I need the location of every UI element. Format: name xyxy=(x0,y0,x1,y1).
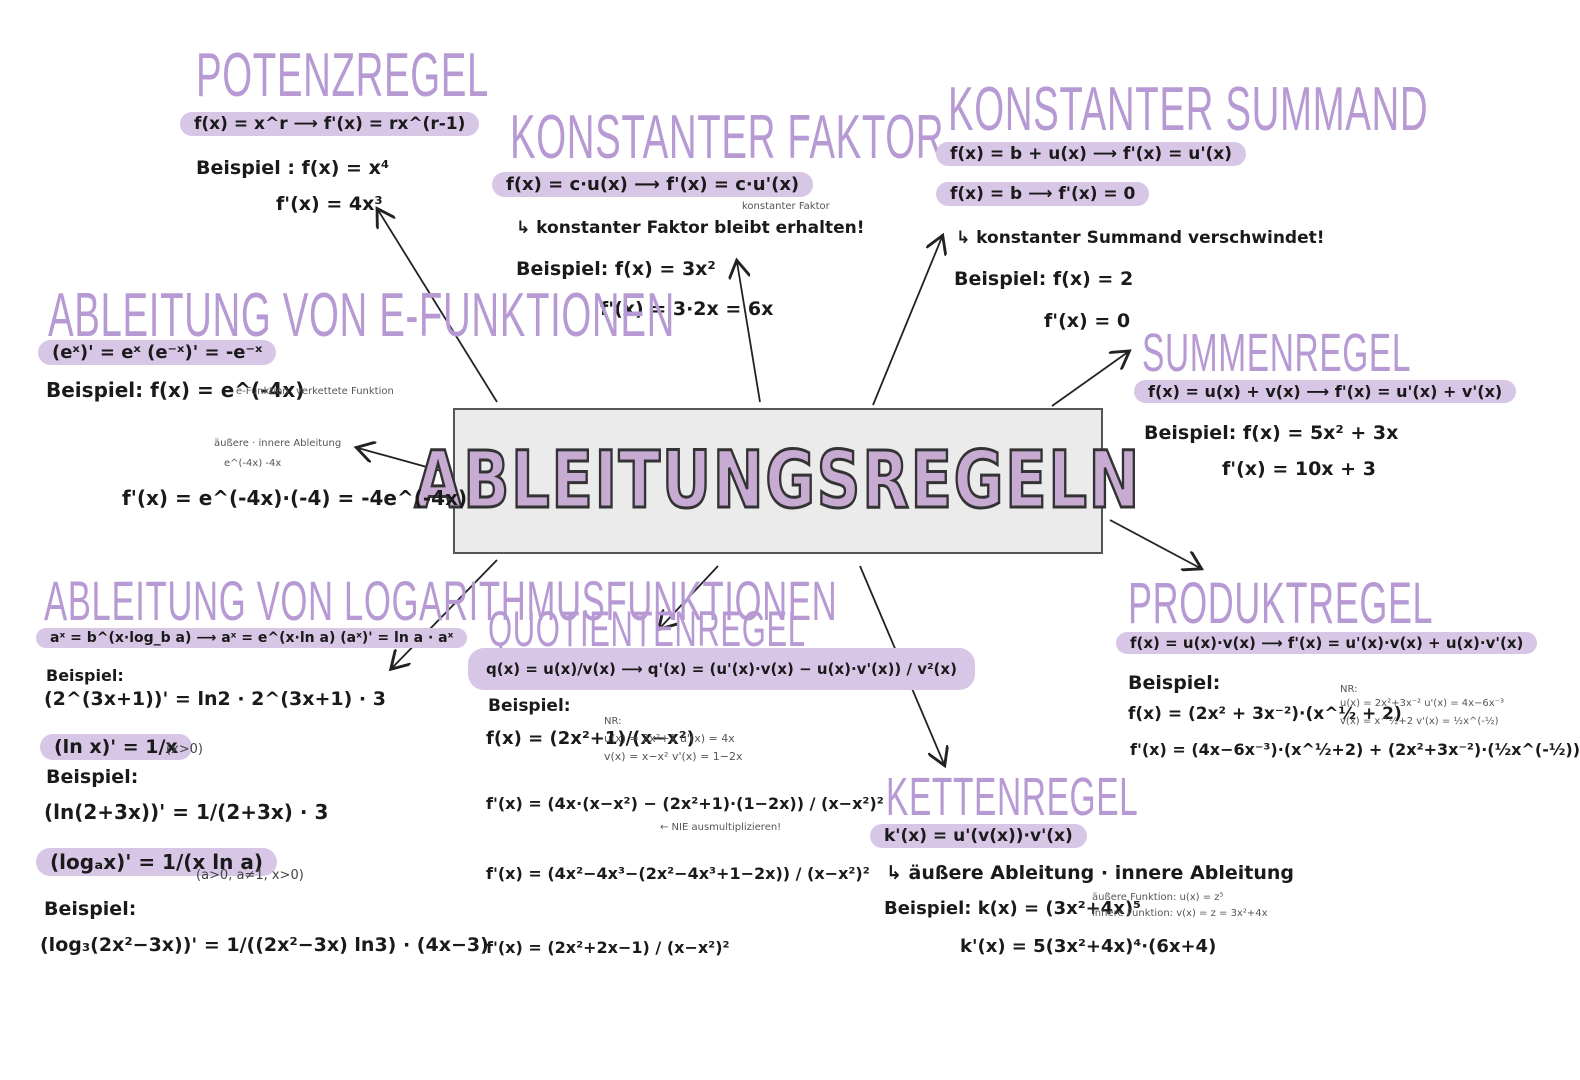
central-title-box: ABLEITUNGSREGELN xyxy=(414,408,1141,554)
produkt-title: PRODUKTREGEL xyxy=(1128,571,1434,636)
efunk-note-verkettet: verkettete Funktion xyxy=(296,386,394,397)
potenz-rule: f(x) = x^r ⟶ f'(x) = rx^(r-1) xyxy=(180,112,480,136)
summand-result: f'(x) = 0 xyxy=(1044,310,1131,332)
summand-rule-2: f(x) = b ⟶ f'(x) = 0 xyxy=(936,182,1150,206)
efunk-note-ableitung: äußere · innere Ableitung xyxy=(214,438,342,449)
log-example-3-label: Beispiel: xyxy=(44,898,137,920)
quotient-nr-2: v(x) = x−x² v'(x) = 1−2x xyxy=(604,750,743,763)
arrow-summand xyxy=(872,237,942,406)
log-example-2: (ln(2+3x))' = 1/(2+3x) · 3 xyxy=(44,800,329,824)
summand-title: KONSTANTER SUMMAND xyxy=(948,75,1429,144)
quotient-nr-label: NR: xyxy=(604,716,622,727)
produkt-nr-1: u(x) = 2x²+3x⁻² u'(x) = 4x−6x⁻³ xyxy=(1340,698,1504,709)
log-example-1: (2^(3x+1))' = ln2 · 2^(3x+1) · 3 xyxy=(44,688,386,710)
log-ln-rule: (ln x)' = 1/x xyxy=(40,734,192,760)
faktor-example: Beispiel: f(x) = 3x² xyxy=(516,258,716,280)
summand-note: ↳ konstanter Summand verschwindet! xyxy=(956,228,1325,248)
kette-rule: k'(x) = u'(v(x))·v'(x) xyxy=(870,824,1087,848)
arrow-quotient xyxy=(660,565,719,628)
potenz-result: f'(x) = 4x³ xyxy=(276,193,383,215)
faktor-small-note: konstanter Faktor xyxy=(742,201,830,212)
kette-nr-2: innere Funktion: v(x) = z = 3x²+4x xyxy=(1092,908,1268,919)
quotient-step-3: f'(x) = (2x²+2x−1) / (x−x²)² xyxy=(486,938,730,957)
arrow-summe xyxy=(1051,352,1128,407)
potenz-example: Beispiel : f(x) = x⁴ xyxy=(196,157,390,179)
arrow-potenz xyxy=(378,210,498,403)
kette-result: k'(x) = 5(3x²+4x)⁴·(6x+4) xyxy=(960,936,1217,957)
faktor-title: KONSTANTER FAKTOR xyxy=(510,103,945,172)
produkt-example-label: Beispiel: xyxy=(1128,672,1221,694)
log-rule: aˣ = b^(x·log_b a) ⟶ aˣ = e^(x·ln a) (aˣ… xyxy=(36,628,468,648)
summand-rule-1: f(x) = b + u(x) ⟶ f'(x) = u'(x) xyxy=(936,142,1247,166)
arrow-efunk xyxy=(358,448,453,475)
arrow-log xyxy=(392,559,498,668)
faktor-note: ↳ konstanter Faktor bleibt erhalten! xyxy=(516,218,865,238)
quotient-rule: q(x) = u(x)/v(x) ⟶ q'(x) = (u'(x)·v(x) −… xyxy=(468,648,975,690)
log-title: ABLEITUNG VON LOGARITHMUSFUNKTIONEN xyxy=(44,569,838,632)
faktor-rule: f(x) = c·u(x) ⟶ f'(x) = c·u'(x) xyxy=(492,172,814,197)
produkt-rule: f(x) = u(x)·v(x) ⟶ f'(x) = u'(x)·v(x) + … xyxy=(1116,632,1538,654)
summe-title: SUMMENREGEL xyxy=(1142,323,1412,383)
central-title: ABLEITUNGSREGELN xyxy=(414,435,1142,528)
efunk-note-efunktion: e-Funktion xyxy=(236,386,289,397)
kette-note: ↳ äußere Ableitung · innere Ableitung xyxy=(886,862,1294,884)
faktor-result: f'(x) = 3·2x = 6x xyxy=(600,298,774,320)
produkt-example: f(x) = (2x² + 3x⁻²)·(x^½ + 2) xyxy=(1128,704,1402,724)
efunk-rule: (eˣ)' = eˣ (e⁻ˣ)' = -e⁻ˣ xyxy=(38,340,277,365)
efunk-result: f'(x) = e^(-4x)·(-4) = -4e^(-4x) xyxy=(122,486,468,510)
kette-nr-1: äußere Funktion: u(x) = z⁵ xyxy=(1092,892,1224,903)
quotient-title: QUOTIENTENREGEL xyxy=(488,601,806,657)
arrow-faktor xyxy=(737,262,761,403)
efunk-note-parts: e^(-4x) -4x xyxy=(224,458,282,469)
quotient-step-1: f'(x) = (4x·(x−x²) − (2x²+1)·(1−2x)) / (… xyxy=(486,794,884,813)
arrow-produkt xyxy=(1109,519,1200,568)
summe-rule: f(x) = u(x) + v(x) ⟶ f'(x) = u'(x) + v'(… xyxy=(1134,380,1517,403)
log-ln-condition: (x>0) xyxy=(166,742,204,757)
produkt-nr-2: v(x) = x^½+2 v'(x) = ½x^(-½) xyxy=(1340,716,1499,727)
log-loga-rule: (logₐx)' = 1/(x ln a) xyxy=(36,848,277,876)
summand-example: Beispiel: f(x) = 2 xyxy=(954,268,1134,290)
quotient-step-2: f'(x) = (4x²−4x³−(2x²−4x³+1−2x)) / (x−x²… xyxy=(486,864,870,883)
kette-title: KETTENREGEL xyxy=(886,767,1139,827)
produkt-result: f'(x) = (4x−6x⁻³)·(x^½+2) + (2x²+3x⁻²)·(… xyxy=(1130,740,1580,759)
quotient-example: f(x) = (2x²+1)/(x−x²) xyxy=(486,728,695,749)
quotient-nr-1: u(x) = 2x²+1 u'(x) = 4x xyxy=(604,732,735,745)
summe-result: f'(x) = 10x + 3 xyxy=(1222,458,1376,480)
efunk-title: ABLEITUNG VON E-FUNKTIONEN xyxy=(48,281,675,350)
kette-example: Beispiel: k(x) = (3x²+4x)⁵ xyxy=(884,898,1141,919)
potenz-title: POTENZREGEL xyxy=(196,41,490,110)
efunk-example: Beispiel: f(x) = e^(-4x) xyxy=(46,378,305,402)
log-example-2-label: Beispiel: xyxy=(46,766,139,788)
quotient-example-label: Beispiel: xyxy=(488,696,571,716)
log-example-3: (log₃(2x²−3x))' = 1/((2x²−3x) ln3) · (4x… xyxy=(40,934,489,956)
produkt-nr-label: NR: xyxy=(1340,684,1358,695)
log-loga-condition: (a>0, a≠1, x>0) xyxy=(196,868,304,883)
quotient-step-1-note: ← NIE ausmultiplizieren! xyxy=(660,822,782,833)
summe-example: Beispiel: f(x) = 5x² + 3x xyxy=(1144,422,1399,444)
log-example-label: Beispiel: xyxy=(46,666,124,685)
